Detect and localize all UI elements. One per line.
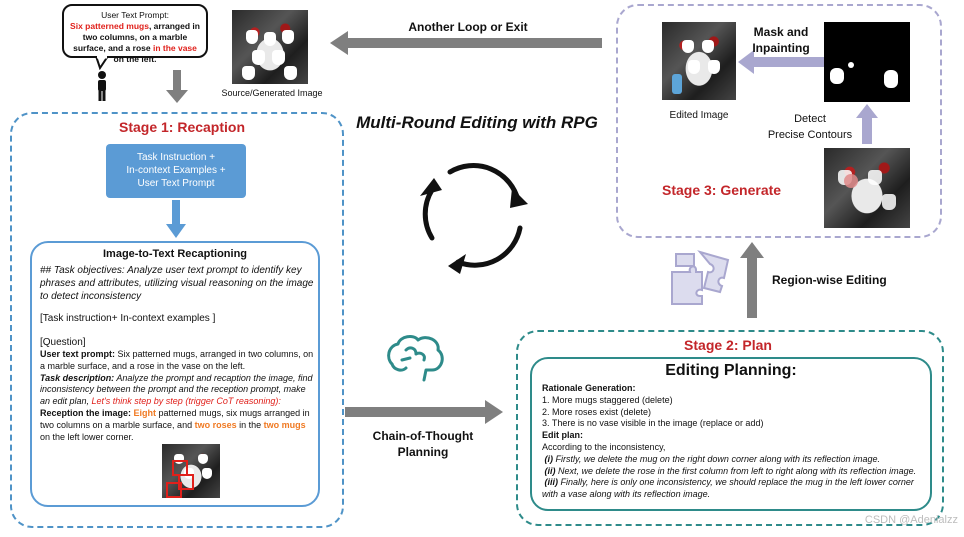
cot-line-1: Chain-of-Thought bbox=[372, 429, 474, 443]
edited-label: Edited Image bbox=[669, 110, 729, 121]
edit-plan-label: Edit plan: bbox=[542, 430, 583, 441]
region-label: Region-wise Editing bbox=[772, 273, 887, 287]
mask-image bbox=[824, 22, 910, 102]
cot-arrow-icon bbox=[345, 400, 503, 424]
task-objectives: ## Task objectives: Analyze user text pr… bbox=[40, 265, 314, 302]
down-arrow-icon bbox=[166, 70, 188, 103]
watermark: CSDN @Adenialzz bbox=[864, 514, 958, 526]
examples-text: [Task instruction+ In-context examples ] bbox=[40, 313, 216, 324]
person-icon bbox=[98, 71, 106, 101]
stage1-title: Stage 1: Recaption bbox=[112, 119, 252, 135]
stage3-box bbox=[616, 4, 942, 238]
user-prompt-bubble: User Text Prompt: Six patterned mugs, ar… bbox=[62, 4, 208, 64]
planning-heading: Editing Planning: bbox=[665, 362, 797, 379]
question-label: [Question] bbox=[40, 337, 86, 348]
detect-up-arrow-icon bbox=[856, 104, 878, 144]
source-caption: Source/Generated Image bbox=[221, 88, 323, 98]
loop-arrow-icon bbox=[330, 31, 602, 55]
bubble-tail bbox=[94, 56, 110, 70]
source-image bbox=[232, 10, 308, 84]
recaption-title: Image-to-Text Recaptioning bbox=[102, 248, 248, 260]
brain-icon bbox=[387, 335, 444, 382]
detect-line-1: Detect bbox=[794, 113, 826, 125]
rationale-label: Rationale Generation: bbox=[542, 383, 636, 393]
stage1-input-box: Task Instruction + In-context Examples +… bbox=[106, 144, 246, 198]
rationale-3: 3. There is no vase visible in the image… bbox=[542, 418, 764, 429]
mask-label: Mask and Inpainting bbox=[740, 24, 822, 56]
puzzle-icon bbox=[671, 250, 730, 305]
edit-intro: According to the inconsistency, bbox=[542, 441, 666, 452]
loop-label: Another Loop or Exit bbox=[408, 20, 528, 34]
stage2-title: Stage 2: Plan bbox=[668, 337, 788, 353]
center-title: Multi-Round Editing with RPG bbox=[356, 113, 598, 132]
planning-body: Rationale Generation: 1. More mugs stagg… bbox=[542, 383, 926, 501]
mask-line-1: Mask and bbox=[753, 25, 809, 39]
contour-image bbox=[824, 148, 910, 228]
input-line-1: Task Instruction + bbox=[136, 152, 216, 163]
edit-step-3: (iii) Finally, here is only one inconsis… bbox=[542, 477, 914, 500]
blue-down-arrow-icon bbox=[166, 200, 186, 238]
prompt-title: User Text Prompt: bbox=[101, 10, 169, 20]
stage1-box bbox=[10, 112, 344, 528]
cycle-icon bbox=[420, 163, 528, 274]
input-line-2: In-context Examples + bbox=[126, 165, 226, 176]
cot-label: Chain-of-Thought Planning bbox=[358, 428, 488, 460]
input-line-3: User Text Prompt bbox=[137, 178, 215, 189]
mask-left-arrow-icon bbox=[738, 50, 824, 74]
stage2-box bbox=[516, 330, 944, 526]
detect-label: Detect Precise Contours bbox=[760, 111, 860, 143]
rationale-1: 1. More mugs staggered (delete) bbox=[542, 394, 673, 405]
edited-image bbox=[662, 22, 736, 100]
region-up-arrow-icon bbox=[740, 242, 764, 318]
stage3-title: Stage 3: Generate bbox=[662, 182, 782, 198]
cot-line-2: Planning bbox=[397, 445, 449, 459]
edit-step-2: (ii) Next, we delete the rose in the fir… bbox=[544, 465, 917, 476]
rationale-2: 2. More roses exist (delete) bbox=[542, 406, 652, 417]
edit-step-1: (i) Firstly, we delete the mug on the ri… bbox=[544, 453, 881, 464]
mask-line-2: Inpainting bbox=[752, 41, 810, 55]
prompt-text: Six patterned mugs, arranged in two colu… bbox=[70, 21, 200, 64]
recaption-image bbox=[162, 444, 220, 498]
planning-panel bbox=[530, 357, 932, 511]
detect-line-2: Precise Contours bbox=[767, 129, 853, 141]
question-body: User text prompt: Six patterned mugs, ar… bbox=[40, 349, 314, 442]
